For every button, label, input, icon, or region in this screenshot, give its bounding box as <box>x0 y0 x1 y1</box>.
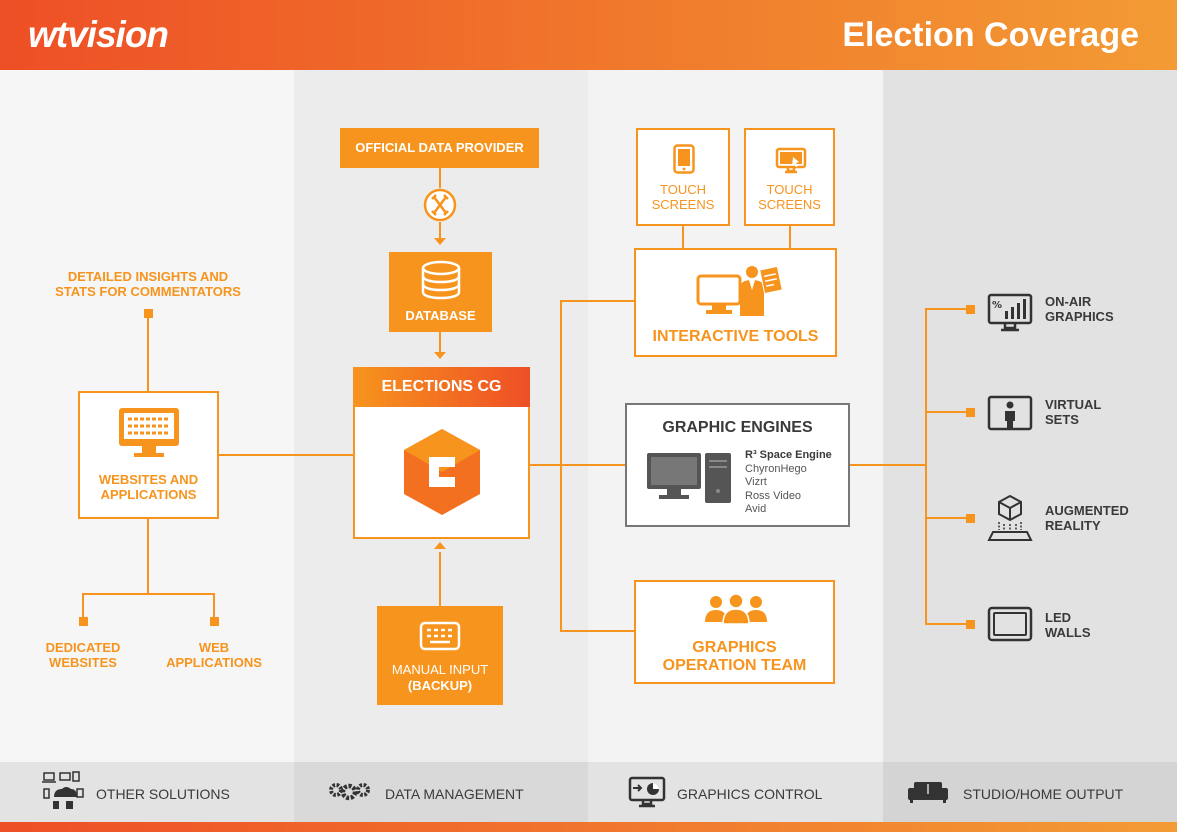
official-data-provider-label: OFFICIAL DATA PROVIDER <box>355 140 524 155</box>
chart-monitor-icon: % <box>987 293 1033 332</box>
virtual-set-icon <box>987 395 1033 431</box>
elections-cg-header <box>353 367 530 407</box>
touch-screens-monitor-label: TOUCH SCREENS <box>758 182 821 212</box>
touch-monitor-icon <box>775 147 807 174</box>
manual-input-label: MANUAL INPUT <box>391 662 489 677</box>
graphics-operation-team-label: GRAPHICS OPERATION TEAM <box>662 639 807 674</box>
touch-screens-tablet-label: TOUCH SCREENS <box>651 182 715 212</box>
footer-label: GRAPHICS CONTROL <box>677 786 823 802</box>
footer-other-solutions: OTHER SOLUTIONS <box>0 762 294 822</box>
websites-applications-label: WEBSITES AND APPLICATIONS <box>98 472 199 502</box>
graphics-operation-team-box: GRAPHICS OPERATION TEAM <box>634 580 835 684</box>
dedicated-websites-label: DEDICATED WEBSITES <box>45 640 121 670</box>
gears-icon <box>329 783 370 801</box>
page-title: Election Coverage <box>842 16 1139 54</box>
graphic-engines-label: GRAPHIC ENGINES <box>662 419 813 436</box>
footer: OTHER SOLUTIONS DATA MANAGEMENT GRAPHICS… <box>0 762 1177 822</box>
elections-cg-box: ELECTIONS CG <box>353 367 530 539</box>
connector-plug-icon <box>423 188 457 222</box>
output-label: LED WALLS <box>1045 610 1091 640</box>
detailed-insights-label: DETAILED INSIGHTS AND STATS FOR COMMENTA… <box>55 269 241 299</box>
database-box: DATABASE <box>389 252 492 332</box>
control-monitor-icon <box>628 776 666 808</box>
database-label: DATABASE <box>405 308 476 323</box>
logo: wtvision <box>28 14 169 55</box>
led-wall-icon <box>987 606 1033 642</box>
engine-item: Ross Video <box>745 489 802 502</box>
websites-applications-box: WEBSITES AND APPLICATIONS <box>78 391 219 519</box>
manual-input-backup-label: (BACKUP) <box>407 678 473 693</box>
touch-screens-monitor-box: TOUCH SCREENS <box>744 128 835 226</box>
team-icon <box>705 593 767 625</box>
header: wtvision Election Coverage <box>0 0 1177 70</box>
devices-icon <box>42 771 84 809</box>
elections-cg-logo-icon <box>404 429 480 515</box>
interactive-tools-box: INTERACTIVE TOOLS <box>634 248 837 357</box>
engine-item: ChyronHego <box>745 462 807 475</box>
footer-label: STUDIO/HOME OUTPUT <box>963 786 1124 802</box>
presenter-icon <box>696 265 783 316</box>
svg-text:%: % <box>992 300 1002 311</box>
keyboard-icon <box>419 621 461 651</box>
output-label: ON-AIR GRAPHICS <box>1045 294 1114 324</box>
footer-label: OTHER SOLUTIONS <box>96 786 230 802</box>
footer-studio-output: STUDIO/HOME OUTPUT <box>883 762 1177 822</box>
database-icon <box>421 260 461 300</box>
desktop-monitor-icon <box>119 408 179 457</box>
workstation-icon <box>647 453 731 503</box>
web-applications-label: WEB APPLICATIONS <box>166 640 262 670</box>
engine-list: R³ Space Engine ChyronHego Vizrt Ross Vi… <box>745 449 832 517</box>
engine-item: Avid <box>745 503 767 515</box>
official-data-provider-box: OFFICIAL DATA PROVIDER <box>340 128 539 168</box>
sofa-icon <box>908 782 948 803</box>
manual-input-box: MANUAL INPUT (BACKUP) <box>377 606 503 705</box>
interactive-tools-label: INTERACTIVE TOOLS <box>652 328 819 345</box>
footer-label: DATA MANAGEMENT <box>385 786 524 802</box>
elections-cg-label: ELECTIONS CG <box>381 378 502 395</box>
bottom-accent-bar <box>0 822 1177 832</box>
output-label: VIRTUAL SETS <box>1045 397 1102 427</box>
tablet-icon <box>673 144 695 174</box>
engine-item: Vizrt <box>745 476 767 488</box>
footer-data-management: DATA MANAGEMENT <box>294 762 588 822</box>
graphic-engines-box: GRAPHIC ENGINES R³ Space Engine ChyronHe… <box>625 403 850 527</box>
augmented-reality-icon <box>987 494 1033 541</box>
output-label: AUGMENTED REALITY <box>1045 503 1129 533</box>
footer-graphics-control: GRAPHICS CONTROL <box>588 762 883 822</box>
touch-screens-tablet-box: TOUCH SCREENS <box>636 128 730 226</box>
engine-primary: R³ Space Engine <box>745 449 832 461</box>
